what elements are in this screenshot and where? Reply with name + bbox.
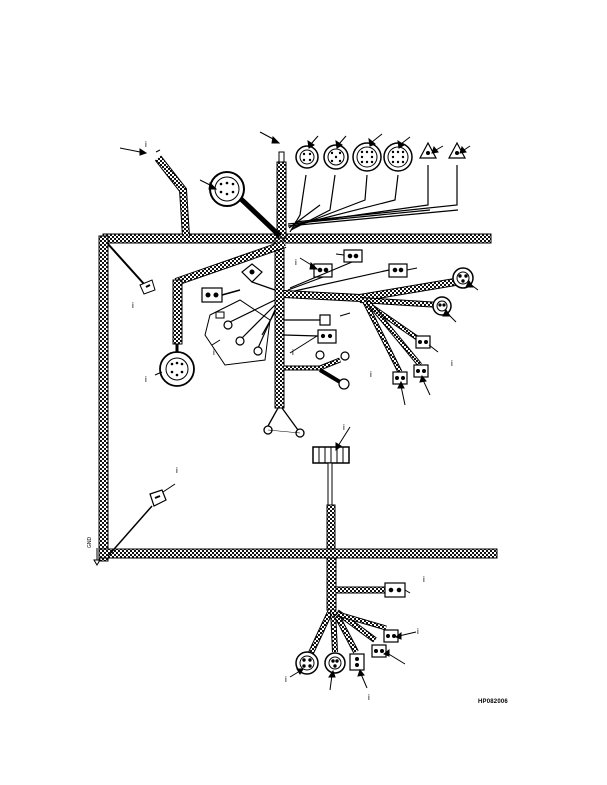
connector-bottom-4: [371, 644, 387, 658]
gauge-connector: [209, 171, 245, 207]
left-vertical-trunk: [98, 235, 109, 562]
left-diagonal-branch: [107, 243, 156, 295]
callout-mark: i: [295, 258, 297, 267]
round-connector-bottom-2: [324, 652, 346, 674]
callout-mark: i: [417, 627, 419, 636]
connector-bottom-right-top: [384, 582, 406, 598]
ring-terminal-group: [204, 299, 276, 366]
bottom-branch: [307, 557, 387, 657]
upper-left-branch: [154, 149, 190, 237]
connector-right-4: [392, 371, 408, 385]
connector-right-5: [413, 364, 429, 378]
callout-mark: i: [292, 348, 294, 357]
connector-bottom-3: [349, 653, 365, 671]
callout-mark: i: [132, 301, 134, 310]
connector-upper-right-b: [289, 249, 363, 289]
connector-upper-right-c: [289, 263, 408, 293]
callout-mark: i: [451, 359, 453, 368]
callout-mark: i: [145, 375, 147, 384]
callout-mark: i: [370, 370, 372, 379]
gauge-branch: [238, 196, 282, 238]
round-connector-2: [323, 144, 349, 170]
callout-mark: i: [368, 693, 370, 702]
center-fork: [263, 407, 305, 438]
callout-labels: i i i i i i i i i i i i i i: [132, 140, 453, 702]
main-trunk-top: [102, 233, 492, 244]
round-connector-4: [383, 142, 413, 172]
round-connector-3: [352, 142, 382, 172]
round-connector-right-2: [432, 296, 452, 316]
callout-leaders: [119, 131, 479, 691]
left-sub-branch: [159, 240, 287, 387]
connector-right-3: [415, 335, 431, 349]
connector-bottom-5: [383, 629, 399, 643]
figure-reference-id: HP082006: [478, 699, 508, 705]
callout-mark: i: [423, 575, 425, 584]
fuse-block: [312, 446, 350, 550]
main-trunk-bottom: [98, 548, 498, 559]
callout-mark: i: [343, 423, 345, 432]
round-connector-1: [295, 145, 319, 169]
ground-marker: [93, 548, 101, 566]
connector-square-left: [201, 287, 241, 303]
top-connector-wires: [287, 165, 459, 233]
callout-mark: i: [145, 140, 147, 149]
ground-label: GND: [87, 537, 93, 549]
connector-center-low: [284, 350, 350, 390]
right-branch: [283, 278, 456, 374]
connector-diamond: [241, 263, 276, 291]
triangle-connector-1: [419, 141, 437, 159]
connector-center-mid: [283, 314, 337, 344]
callout-mark: i: [213, 348, 215, 357]
connector-left-mid: [107, 489, 167, 557]
callout-mark: i: [176, 466, 178, 475]
center-vertical-trunk: [274, 151, 287, 409]
callout-mark: i: [285, 675, 287, 684]
